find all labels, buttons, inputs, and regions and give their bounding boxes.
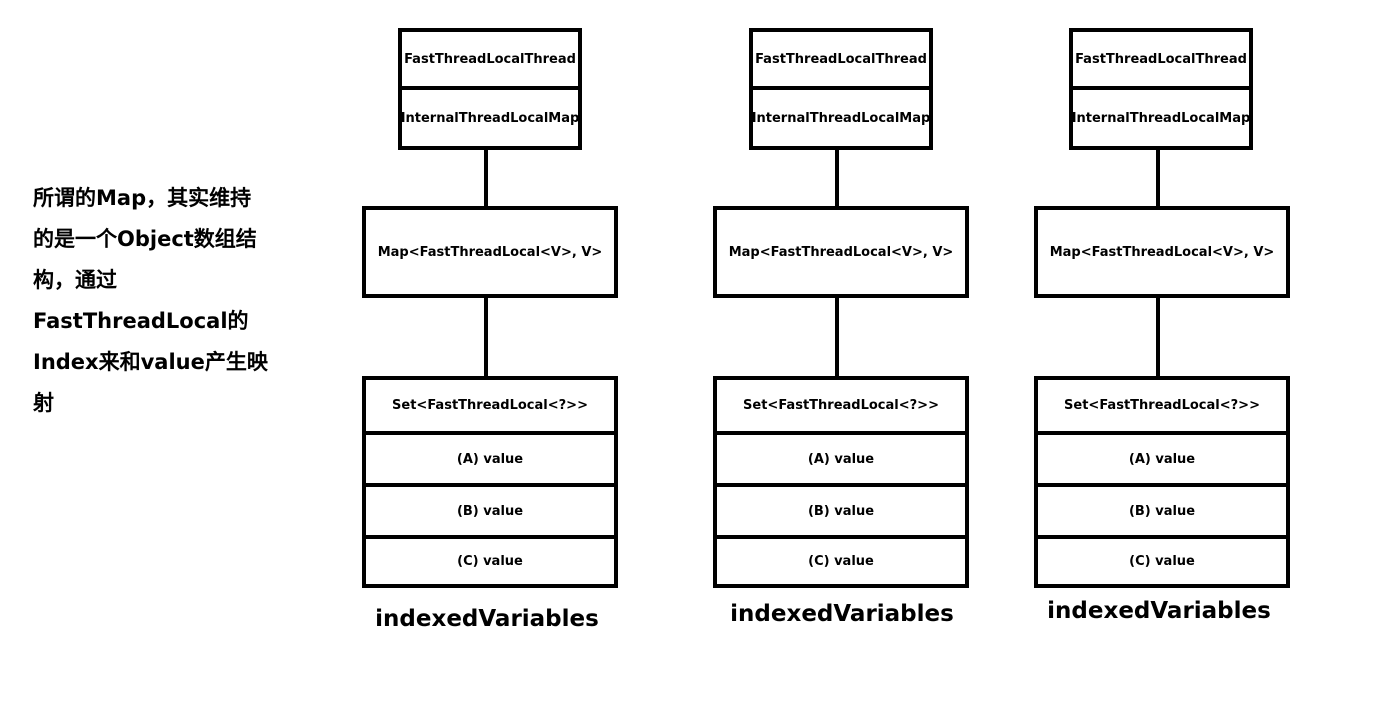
set-box: Set<FastThreadLocal<?>> (A) value (B) va… — [713, 376, 969, 588]
connector-line — [1156, 298, 1160, 376]
divider — [717, 431, 965, 435]
description-line: 所谓的Map，其实维持 — [33, 186, 252, 210]
value-a-label: (A) value — [456, 451, 524, 467]
divider — [1073, 86, 1249, 90]
value-a-label: (A) value — [807, 451, 875, 467]
connector-line — [484, 298, 488, 376]
divider — [1038, 535, 1286, 539]
caption-label: indexedVariables — [375, 606, 599, 632]
value-b-label: (B) value — [1128, 503, 1196, 519]
set-box: Set<FastThreadLocal<?>> (A) value (B) va… — [362, 376, 618, 588]
thread-label: FastThreadLocalThread — [755, 51, 927, 67]
value-c-label: (C) value — [808, 554, 874, 569]
map-label: Map<FastThreadLocal<V>, V> — [377, 244, 603, 260]
divider — [366, 535, 614, 539]
divider — [1038, 483, 1286, 487]
thread-label: FastThreadLocalThread — [1075, 51, 1247, 67]
caption-label: indexedVariables — [1047, 598, 1271, 624]
divider — [402, 86, 578, 90]
thread-box: FastThreadLocalThread InternalThreadLoca… — [398, 28, 582, 150]
map-holder-label: InternalThreadLocalMap — [1071, 110, 1251, 126]
thread-box: FastThreadLocalThread InternalThreadLoca… — [749, 28, 933, 150]
connector-line — [835, 150, 839, 206]
divider — [366, 483, 614, 487]
description-line: 射 — [33, 391, 54, 415]
set-label: Set<FastThreadLocal<?>> — [743, 398, 939, 413]
caption-label: indexedVariables — [730, 601, 954, 627]
divider — [366, 431, 614, 435]
thread-label: FastThreadLocalThread — [404, 51, 576, 67]
set-label: Set<FastThreadLocal<?>> — [392, 398, 588, 413]
thread-box: FastThreadLocalThread InternalThreadLoca… — [1069, 28, 1253, 150]
description-text: 所谓的Map，其实维持 的是一个Object数组结 构，通过 FastThrea… — [33, 178, 283, 424]
value-b-label: (B) value — [807, 503, 875, 519]
map-box: Map<FastThreadLocal<V>, V> — [713, 206, 969, 298]
map-label: Map<FastThreadLocal<V>, V> — [728, 244, 954, 260]
divider — [717, 483, 965, 487]
connector-line — [835, 298, 839, 376]
description-line: FastThreadLocal的 — [33, 309, 249, 333]
set-label: Set<FastThreadLocal<?>> — [1064, 398, 1260, 413]
connector-line — [1156, 150, 1160, 206]
map-holder-label: InternalThreadLocalMap — [400, 110, 580, 126]
connector-line — [484, 150, 488, 206]
description-line: 的是一个Object数组结 — [33, 227, 257, 251]
divider — [717, 535, 965, 539]
map-holder-label: InternalThreadLocalMap — [751, 110, 931, 126]
map-box: Map<FastThreadLocal<V>, V> — [1034, 206, 1290, 298]
divider — [1038, 431, 1286, 435]
description-line: Index来和value产生映 — [33, 350, 268, 374]
divider — [753, 86, 929, 90]
map-box: Map<FastThreadLocal<V>, V> — [362, 206, 618, 298]
value-a-label: (A) value — [1128, 451, 1196, 467]
map-label: Map<FastThreadLocal<V>, V> — [1049, 244, 1275, 260]
set-box: Set<FastThreadLocal<?>> (A) value (B) va… — [1034, 376, 1290, 588]
value-b-label: (B) value — [456, 503, 524, 519]
value-c-label: (C) value — [457, 554, 523, 569]
value-c-label: (C) value — [1129, 554, 1195, 569]
description-line: 构，通过 — [33, 268, 117, 292]
